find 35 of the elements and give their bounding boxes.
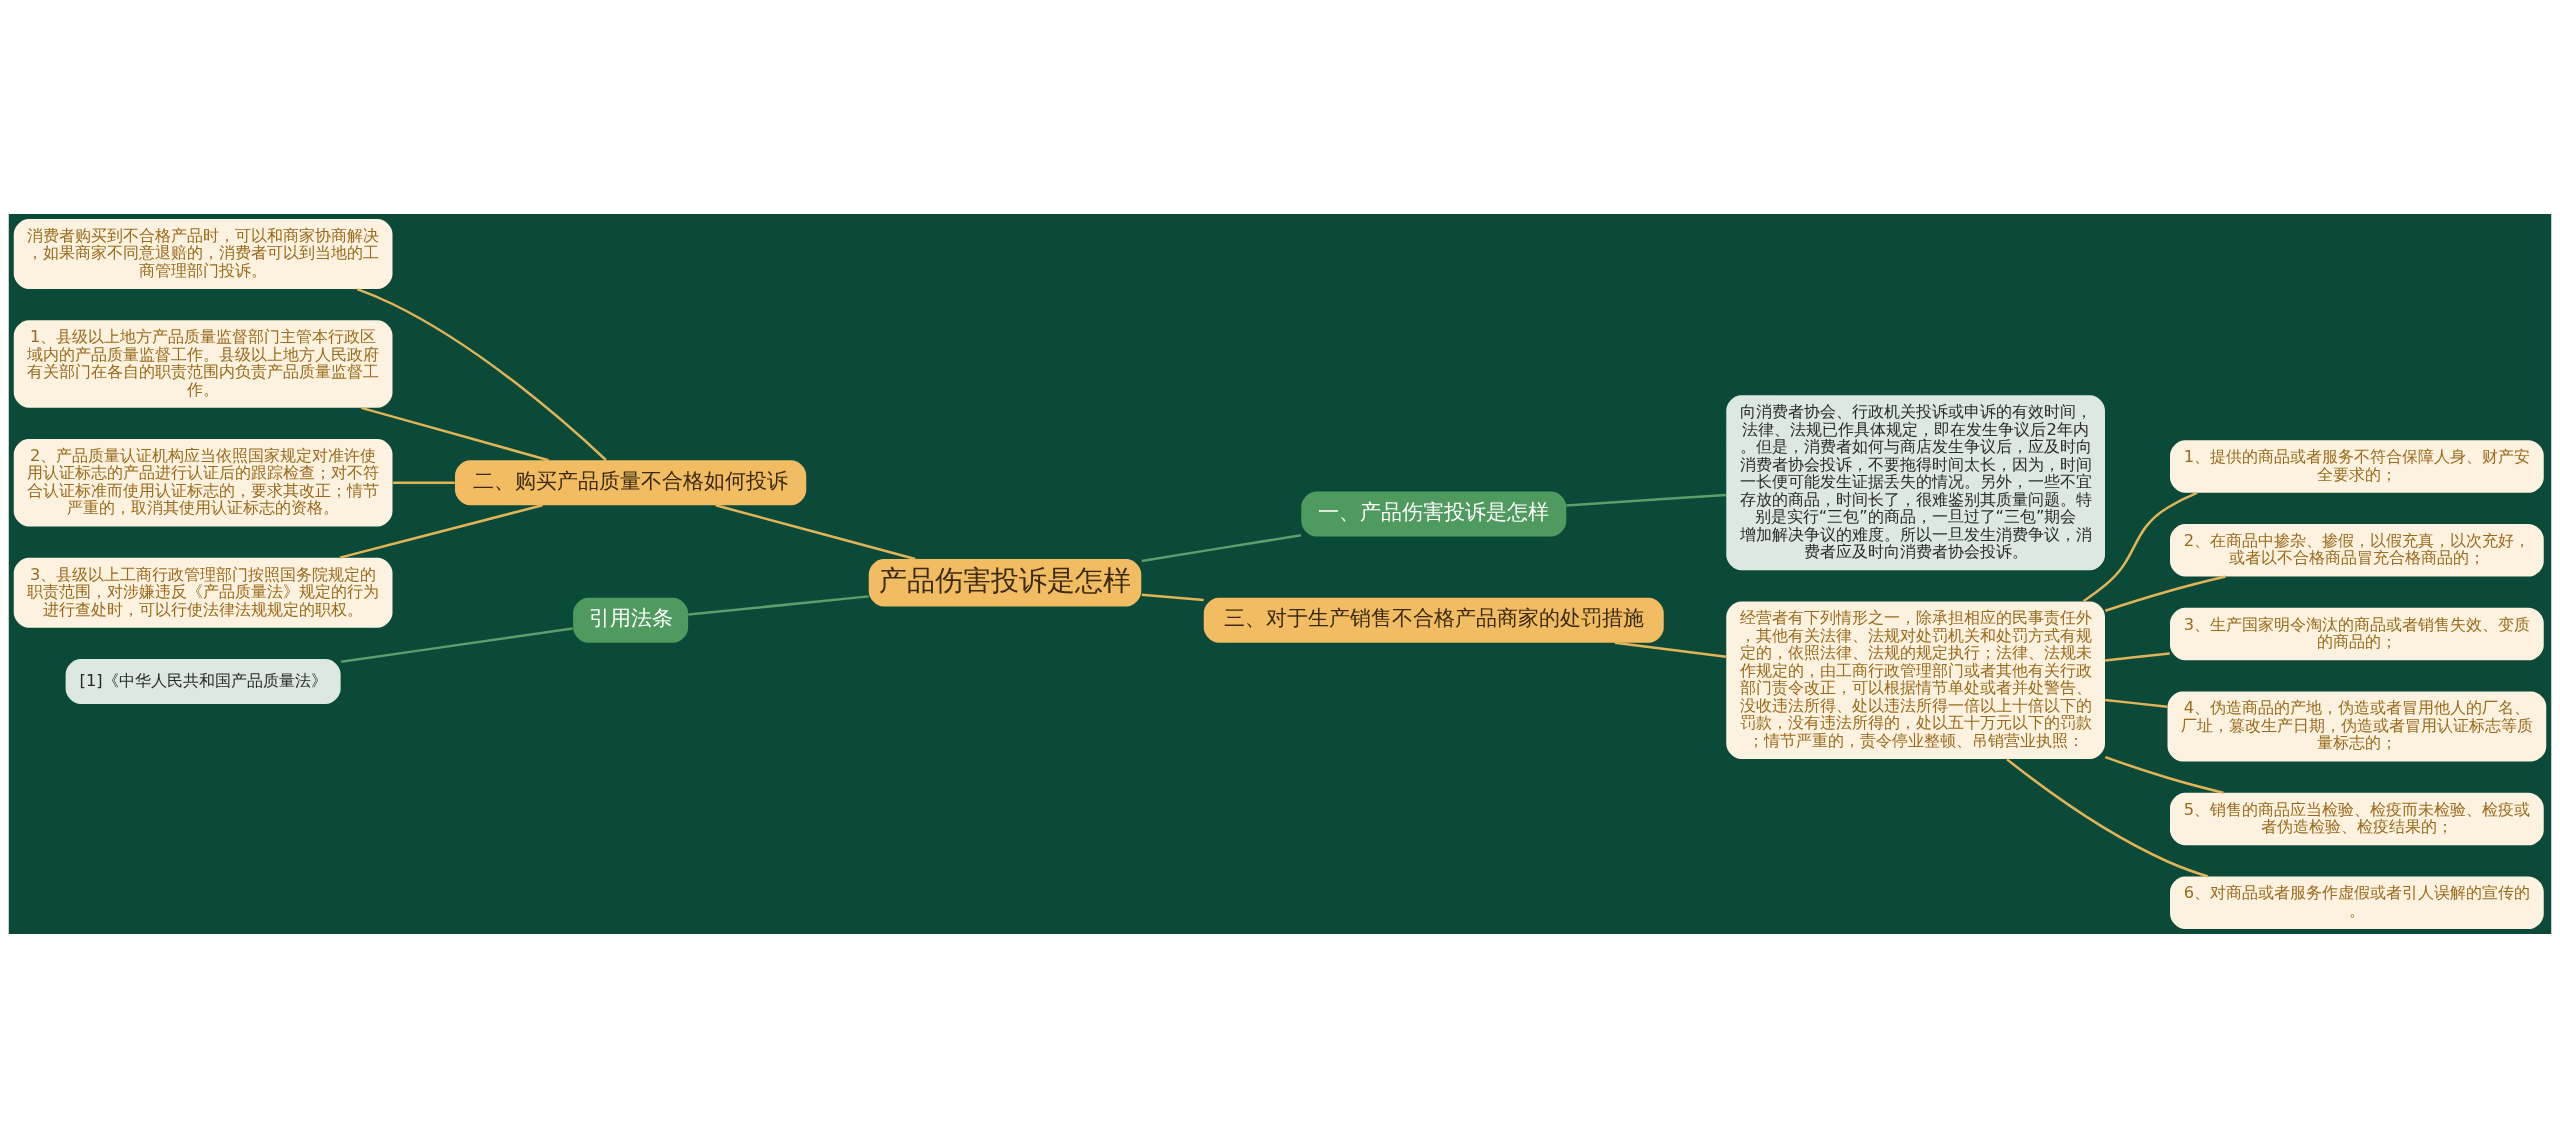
connector	[1566, 493, 1726, 507]
connector	[361, 406, 549, 461]
connector	[2006, 757, 2209, 878]
node-box: 1、提供的商品或者服务不符合保障人身、财产安全要求的；	[2170, 439, 2544, 493]
node-box: 二、购买产品质量不合格如何投诉	[455, 459, 807, 505]
node-box: 5、销售的商品应当检验、检疫而未检验、检疫或者伪造检验、检疫结果的；	[2170, 792, 2544, 845]
node-box: 一、产品伤害投诉是怎样	[1301, 491, 1567, 536]
connector	[2105, 698, 2168, 708]
connector	[356, 287, 607, 461]
node-box: 产品伤害投诉是怎样	[868, 558, 1142, 606]
node-box: 2、产品质量认证机构应当依照国家规定对准许使用认证标志的产品进行认证后的跟踪检查；对不符合认证标准而使用认证标志的，要求其改正；情节严重的，取消其使用认证标志的资格。	[13, 438, 393, 526]
node-box: 消费者购买到不合格产品时，可以和商家协商解决，如果商家不同意退赔的，消费者可以到当地的工商管理部门投诉。	[13, 218, 393, 289]
node-box: 1、县级以上地方产品质量监督部门主管本行政区域内的产品质量监督工作。县级以上地方人民政府有关部门在各自的职责范围内负责产品质量监督工作。	[13, 319, 393, 408]
connector	[341, 626, 573, 663]
node-box: 6、对商品或者服务作虚假或者引人误解的宣传的。	[2170, 876, 2544, 929]
connector	[1614, 641, 1727, 658]
node-box: 3、县级以上工商行政管理部门按照国务院规定的职责范围，对涉嫌违反《产品质量法》规定的行为进行查处时，可以行使法律法规规定的职权。	[13, 557, 393, 628]
node-box: 2、在商品中掺杂、掺假，以假充真，以次充好，或者以不合格商品冒充合格商品的；	[2170, 523, 2544, 576]
connector	[715, 503, 916, 560]
node-box: 3、生产国家明令淘汰的商品或者销售失效、变质的商品的；	[2170, 607, 2544, 660]
connector	[2104, 755, 2224, 794]
node-box: 4、伪造商品的产地，伪造或者冒用他人的厂名、厂址，篡改生产日期，伪造或者冒用认证标志等质量标志的；	[2167, 691, 2547, 761]
connector	[339, 503, 543, 559]
node-box: 引用法条	[573, 597, 689, 643]
connector	[2104, 574, 2226, 612]
connector	[2105, 651, 2170, 662]
node-box: 经营者有下列情形之一，除承担相应的民事责任外，其他有关法律、法规对处罚机关和处罚方式有规定的，依照法律、法规的规定执行；法律、法规未作规定的，由工商行政管理部门或者其他有关行政部门责令改正，可以根据情节单处或者并处警告、没收违法所得、处以违法所得一倍以上十倍以下的罚款，没有违法所得的，处以五十万元以下的罚款；情节严重的，责令停业整顿、吊销营业执照：	[1726, 601, 2105, 759]
connector	[392, 481, 455, 484]
node-box: 三、对于生产销售不合格产品商家的处罚措施	[1203, 597, 1664, 643]
connector	[1141, 592, 1204, 601]
connector	[2082, 491, 2198, 602]
node-box: [1]《中华人民共和国产品质量法》	[65, 658, 341, 704]
connector	[1141, 533, 1302, 562]
connector	[688, 594, 869, 616]
node-box: 向消费者协会、行政机关投诉或申诉的有效时间，法律、法规已作具体规定，即在发生争议后2年内。但是，消费者如何与商店发生争议后，应及时向消费者协会投诉，不要拖得时间太长，因为，时间一长便可能发生证据丢失的情况。另外，一些不宜存放的商品，时间长了，很难鉴别其质量问题。特别是实行“三包”的商品，一旦过了“三包”期会增加解决争议的难度。所以一旦发生消费争议，消费者应及时向消费者协会投诉。	[1726, 394, 2105, 570]
